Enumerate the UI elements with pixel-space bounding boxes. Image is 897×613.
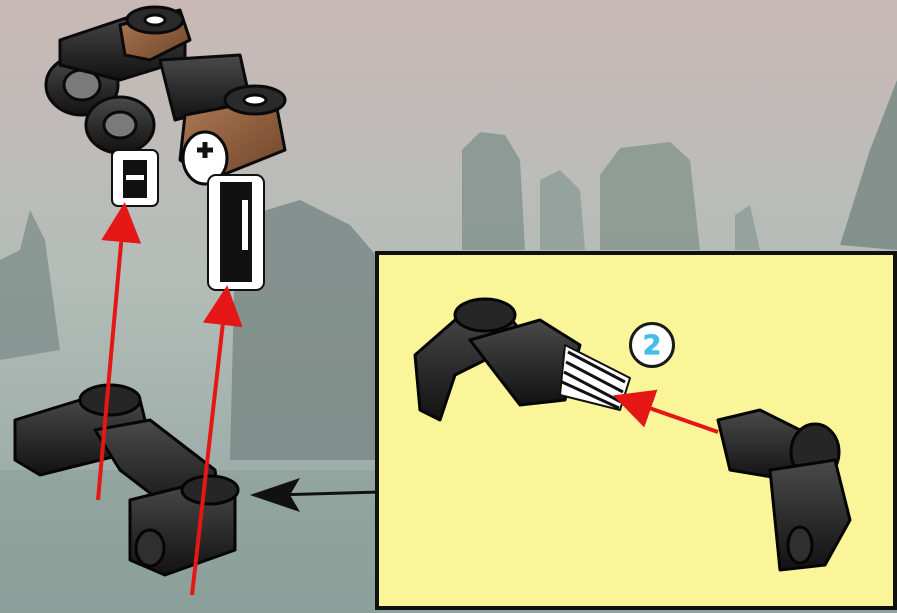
axle-pin-left: [112, 150, 158, 206]
axle-pin-right: [208, 175, 264, 290]
step-number-badge: 2: [629, 322, 675, 368]
